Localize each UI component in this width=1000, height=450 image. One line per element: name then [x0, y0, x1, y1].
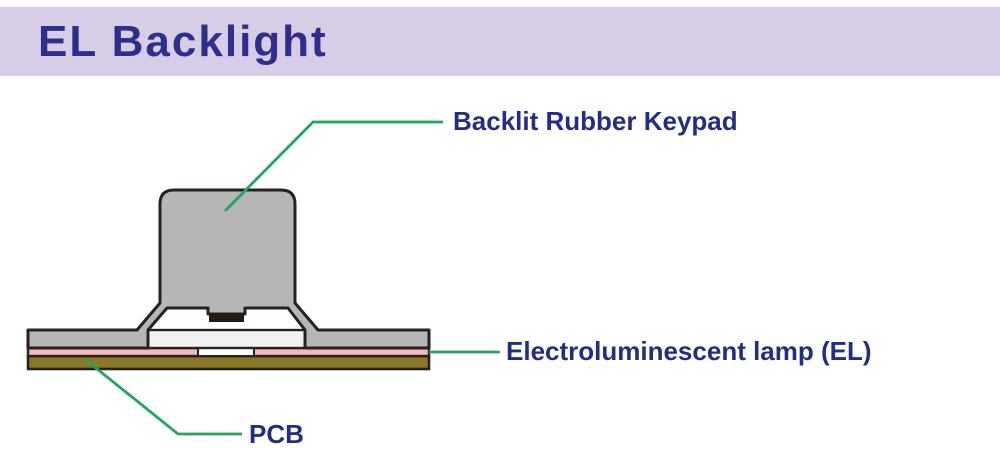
- label-pcb: PCB: [249, 419, 304, 449]
- label-backlit-rubber-keypad: Backlit Rubber Keypad: [453, 106, 738, 136]
- leader-line-pcb: [85, 358, 242, 436]
- rubber-keypad-shape: [26, 188, 431, 350]
- key-air-gap: [146, 328, 307, 350]
- page-title: EL Backlight: [38, 16, 328, 66]
- key-contact-pad: [209, 313, 244, 322]
- title-bar: EL Backlight: [0, 7, 1000, 76]
- label-electroluminescent-lamp: Electroluminescent lamp (EL): [506, 336, 872, 366]
- leader-line-keypad: [224, 120, 443, 212]
- el-lamp-contact-window: [197, 347, 255, 357]
